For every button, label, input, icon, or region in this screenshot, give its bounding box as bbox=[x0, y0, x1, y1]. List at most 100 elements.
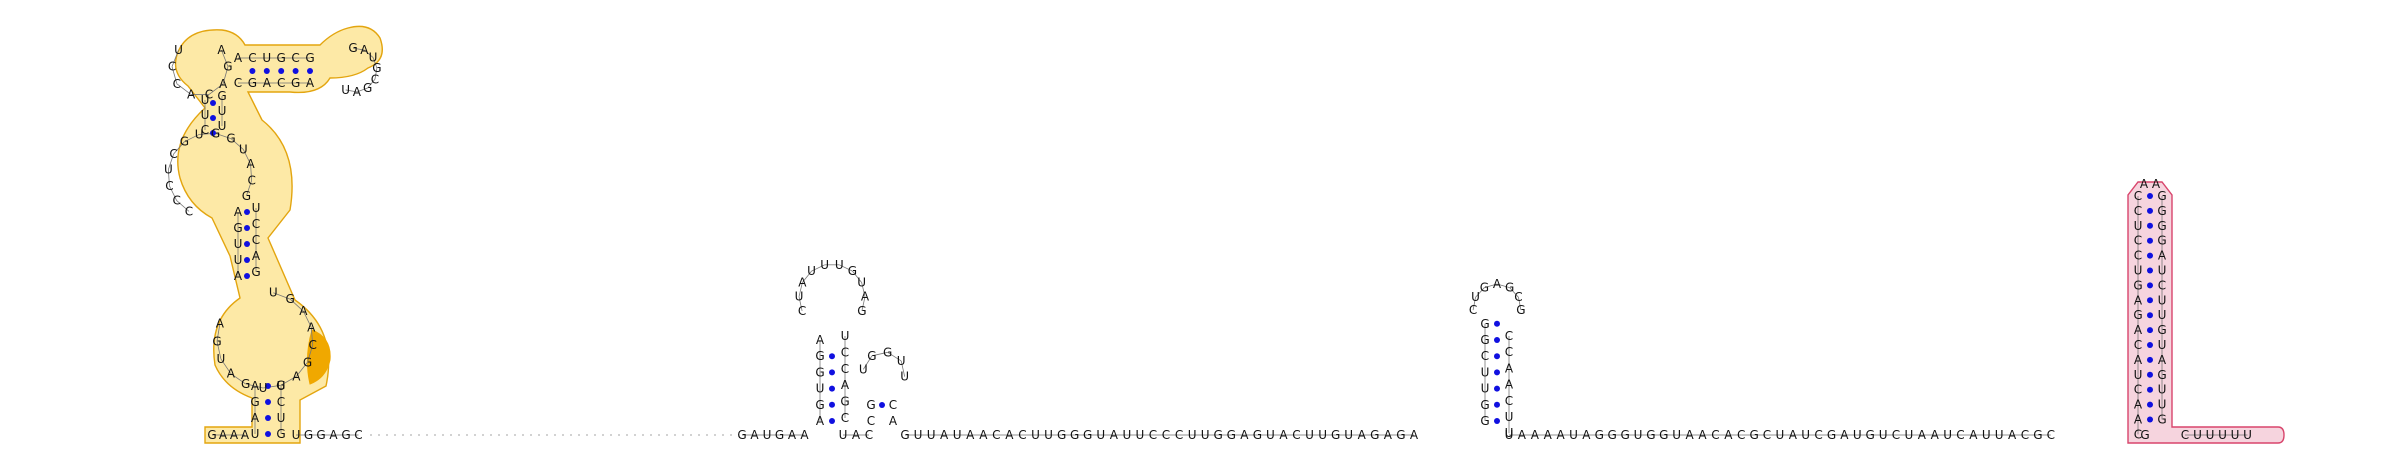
hairpin-1-stem-nucleotide: U bbox=[841, 329, 850, 343]
left-desc-stem-nucleotide: U bbox=[252, 201, 261, 215]
backbone-nucleotide: U bbox=[1905, 428, 1914, 442]
backbone-nucleotide: U bbox=[2206, 428, 2215, 442]
backbone-nucleotide: A bbox=[800, 428, 809, 442]
backbone-nucleotide: U bbox=[1801, 428, 1810, 442]
backbone-link bbox=[245, 383, 264, 389]
backbone-nucleotide: U bbox=[1569, 428, 1578, 442]
left-top-left-loop-nucleotide: A bbox=[217, 43, 226, 57]
backbone-nucleotide: G bbox=[1214, 428, 1223, 442]
backbone-link bbox=[900, 360, 906, 377]
terminator-stem-nucleotide: C bbox=[2134, 427, 2142, 441]
left-desc-stem-nucleotide: C bbox=[252, 233, 260, 247]
hairpin-1-side-loop-nucleotide: U bbox=[900, 370, 909, 384]
backbone-nucleotide: C bbox=[1711, 428, 1719, 442]
backbone-link bbox=[171, 66, 178, 84]
hairpin-1-loop-nucleotide: U bbox=[820, 258, 829, 272]
backbone-nucleotide: A bbox=[852, 428, 861, 442]
left-top-left-loop-nucleotide: G bbox=[223, 60, 232, 74]
left-lower-loop-nucleotide: A bbox=[227, 367, 236, 381]
left-mid-loop-nucleotide: U bbox=[164, 163, 173, 177]
backbone-nucleotide: G bbox=[1057, 428, 1066, 442]
left-top-right-loop-nucleotide: G bbox=[372, 61, 381, 75]
backbone-nucleotide: U bbox=[1201, 428, 1210, 442]
left-mid-loop-nucleotide: U bbox=[239, 142, 248, 156]
backbone-nucleotide: G bbox=[207, 428, 216, 442]
backbone-nucleotide: G bbox=[1070, 428, 1079, 442]
base-pair-dot bbox=[2147, 401, 2153, 408]
terminator-stem-nucleotide: G bbox=[2157, 219, 2166, 233]
backbone-nucleotide: U bbox=[1136, 428, 1145, 442]
backbone-nucleotide: A bbox=[1582, 428, 1591, 442]
left-mid-loop-nucleotide: C bbox=[172, 194, 180, 208]
backbone-nucleotide: C bbox=[992, 428, 1000, 442]
hairpin-2-loop-nucleotide: C bbox=[1514, 290, 1522, 304]
hairpin-2-loop-nucleotide: G bbox=[1505, 281, 1514, 295]
base-pair-dot bbox=[829, 353, 835, 360]
left-top-stem-nucleotide: A bbox=[263, 76, 272, 90]
backbone-link bbox=[230, 138, 244, 150]
terminator-stem-nucleotide: A bbox=[2134, 293, 2143, 307]
hairpin-1-stem-nucleotide: U bbox=[816, 382, 825, 396]
hairpin-2-stem-nucleotide: G bbox=[1480, 333, 1489, 347]
left-lower-loop-nucleotide: A bbox=[292, 369, 301, 383]
hairpin-1-loop-nucleotide: U bbox=[857, 275, 866, 289]
backbone-link bbox=[802, 270, 812, 283]
left-top-right-loop-nucleotide: U bbox=[369, 50, 378, 64]
backbone-nucleotide: U bbox=[839, 428, 848, 442]
base-pair-dot bbox=[2147, 312, 2153, 319]
base-pair-dot bbox=[265, 431, 271, 437]
backbone-nucleotide: G bbox=[1749, 428, 1758, 442]
backbone-nucleotide: U bbox=[2231, 428, 2240, 442]
backbone-nucleotide: G bbox=[737, 428, 746, 442]
backbone-link bbox=[839, 264, 853, 272]
left-lower-loop-nucleotide: G bbox=[276, 378, 285, 392]
backbone-nucleotide: U bbox=[953, 428, 962, 442]
backbone-nucleotide: U bbox=[914, 428, 923, 442]
backbone-link bbox=[215, 132, 232, 140]
backbone-nucleotide: A bbox=[750, 428, 759, 442]
base-pair-dot bbox=[244, 241, 250, 247]
left-top-right-loop-nucleotide: C bbox=[371, 72, 379, 86]
left-desc-stem-nucleotide: A bbox=[252, 249, 261, 263]
backbone-nucleotide: A bbox=[1518, 428, 1527, 442]
left-lower-loop-nucleotide: A bbox=[216, 317, 225, 331]
left-top-stem-nucleotide: G bbox=[291, 76, 300, 90]
backbone-link bbox=[230, 373, 246, 385]
left-top-right-loop-nucleotide: U bbox=[341, 83, 350, 97]
backbone-link bbox=[216, 341, 222, 359]
backbone-nucleotide: A bbox=[1240, 428, 1249, 442]
backbone-nucleotide: G bbox=[1595, 428, 1604, 442]
backbone-link bbox=[167, 169, 170, 186]
backbone-layer bbox=[167, 47, 2248, 436]
left-mid-loop-nucleotide: G bbox=[211, 126, 220, 140]
terminator-stem-nucleotide: A bbox=[2158, 249, 2167, 263]
hairpin-2-loop-nucleotide: U bbox=[1471, 290, 1480, 304]
left-mid-loop-nucleotide: C bbox=[185, 204, 193, 218]
backbone-nucleotide: U bbox=[2243, 428, 2252, 442]
left-mid-loop-nucleotide: U bbox=[195, 127, 204, 141]
backbone-nucleotide: U bbox=[1305, 428, 1314, 442]
backbone-link bbox=[296, 362, 308, 377]
backbone-nucleotide: U bbox=[1943, 428, 1952, 442]
left-bottom-stem-nucleotide: G bbox=[250, 395, 259, 409]
backbone-nucleotide: C bbox=[354, 428, 362, 442]
base-pair-dot bbox=[829, 385, 835, 392]
backbone-nucleotide: A bbox=[1698, 428, 1707, 442]
backbone-link bbox=[176, 83, 192, 95]
hairpin-1-loop-nucleotide: G bbox=[857, 304, 866, 318]
backbone-nucleotide: U bbox=[1031, 428, 1040, 442]
base-pair-dot bbox=[244, 209, 250, 215]
backbone-nucleotide: C bbox=[1175, 428, 1183, 442]
hairpin-1-side-loop-nucleotide: U bbox=[859, 362, 868, 376]
base-pair-dot bbox=[1494, 385, 1500, 392]
terminator-stem-nucleotide: G bbox=[2157, 413, 2166, 427]
base-pair-dot bbox=[278, 68, 285, 74]
backbone-link bbox=[289, 298, 304, 312]
left-desc-stem-nucleotide: G bbox=[251, 265, 260, 279]
backbone-link bbox=[173, 141, 185, 155]
backbone-nucleotide: A bbox=[230, 428, 239, 442]
hairpin-2-stem-nucleotide: U bbox=[1481, 382, 1490, 396]
hairpin-2-stem-nucleotide: G bbox=[1480, 398, 1489, 412]
backbone-nucleotide: A bbox=[1544, 428, 1553, 442]
